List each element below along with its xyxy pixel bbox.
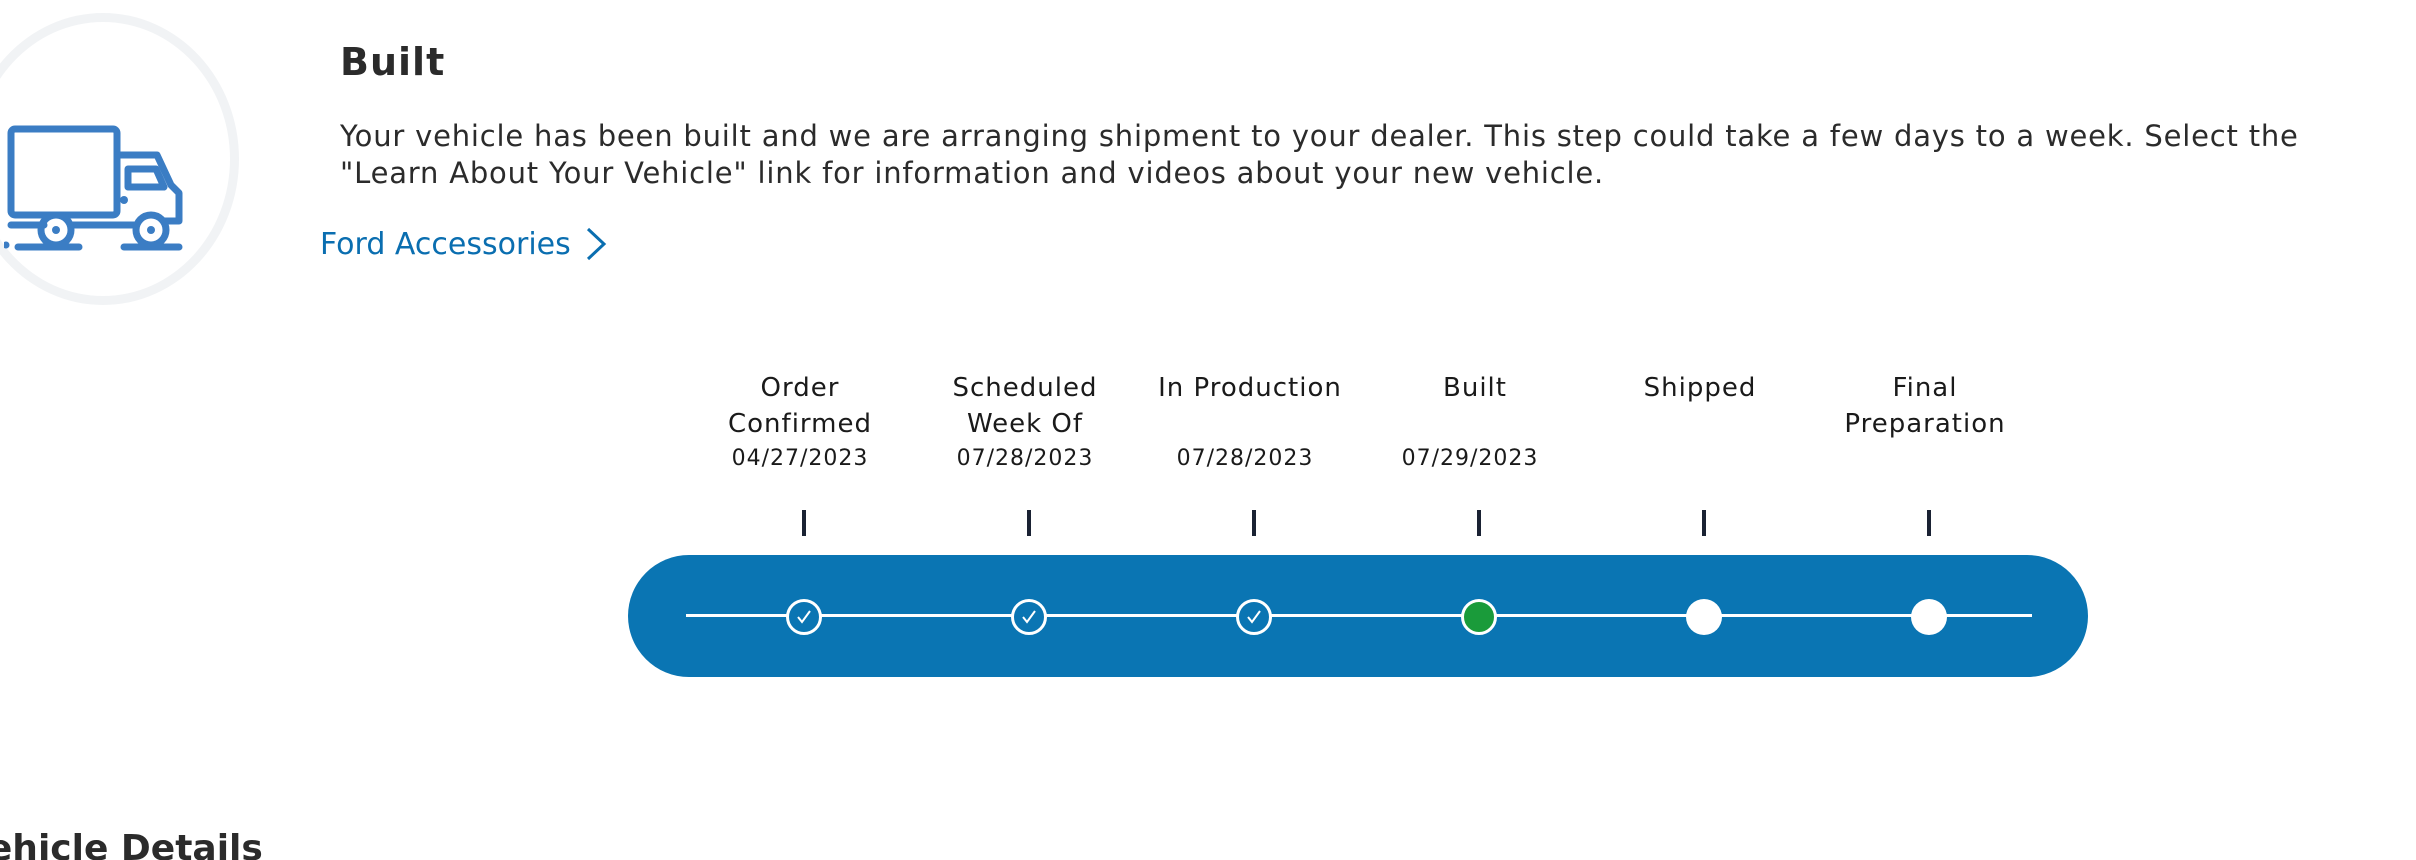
step-tick xyxy=(1927,510,1931,536)
status-title: Built xyxy=(340,40,446,84)
step-date-scheduled-week-of: 07/28/2023 xyxy=(956,446,1094,471)
check-icon xyxy=(797,610,811,624)
step-date-in-production: 07/28/2023 xyxy=(1176,446,1314,471)
step-tick xyxy=(1702,510,1706,536)
ford-accessories-label: Ford Accessories xyxy=(320,226,571,262)
status-icon-circle xyxy=(0,13,239,305)
step-tick xyxy=(1027,510,1031,536)
check-icon xyxy=(1247,610,1261,624)
step-label-in-production: In Production xyxy=(1158,373,1342,403)
step-tick xyxy=(1252,510,1256,536)
step-node-built xyxy=(1461,599,1497,635)
step-label-built: Built xyxy=(1443,373,1507,403)
step-node-shipped xyxy=(1686,599,1722,635)
step-label-order-confirmed: Order Confirmed xyxy=(728,373,872,439)
step-node-final-preparation xyxy=(1911,599,1947,635)
step-date-built: 07/29/2023 xyxy=(1401,446,1539,471)
step-node-order-confirmed xyxy=(786,599,822,635)
progress-line xyxy=(686,614,2032,617)
step-label-shipped: Shipped xyxy=(1643,373,1757,403)
step-node-in-production xyxy=(1236,599,1272,635)
status-description: Your vehicle has been built and we are a… xyxy=(340,119,2299,190)
step-tick xyxy=(1477,510,1481,536)
step-label-final-preparation: Final Preparation xyxy=(1844,373,2006,439)
check-icon xyxy=(1022,610,1036,624)
progress-track xyxy=(628,555,2088,677)
tracker-step-labels: Order Confirmed 04/27/2023 Scheduled Wee… xyxy=(0,370,2416,550)
vehicle-details-heading: Vehicle Details xyxy=(0,828,263,860)
chevron-right-icon xyxy=(586,227,606,261)
step-node-scheduled-week-of xyxy=(1011,599,1047,635)
step-label-scheduled-week-of: Scheduled Week Of xyxy=(952,373,1098,439)
truck-icon xyxy=(4,125,183,251)
step-tick xyxy=(802,510,806,536)
ford-accessories-link[interactable]: Ford Accessories xyxy=(320,226,607,262)
step-date-order-confirmed: 04/27/2023 xyxy=(731,446,869,471)
